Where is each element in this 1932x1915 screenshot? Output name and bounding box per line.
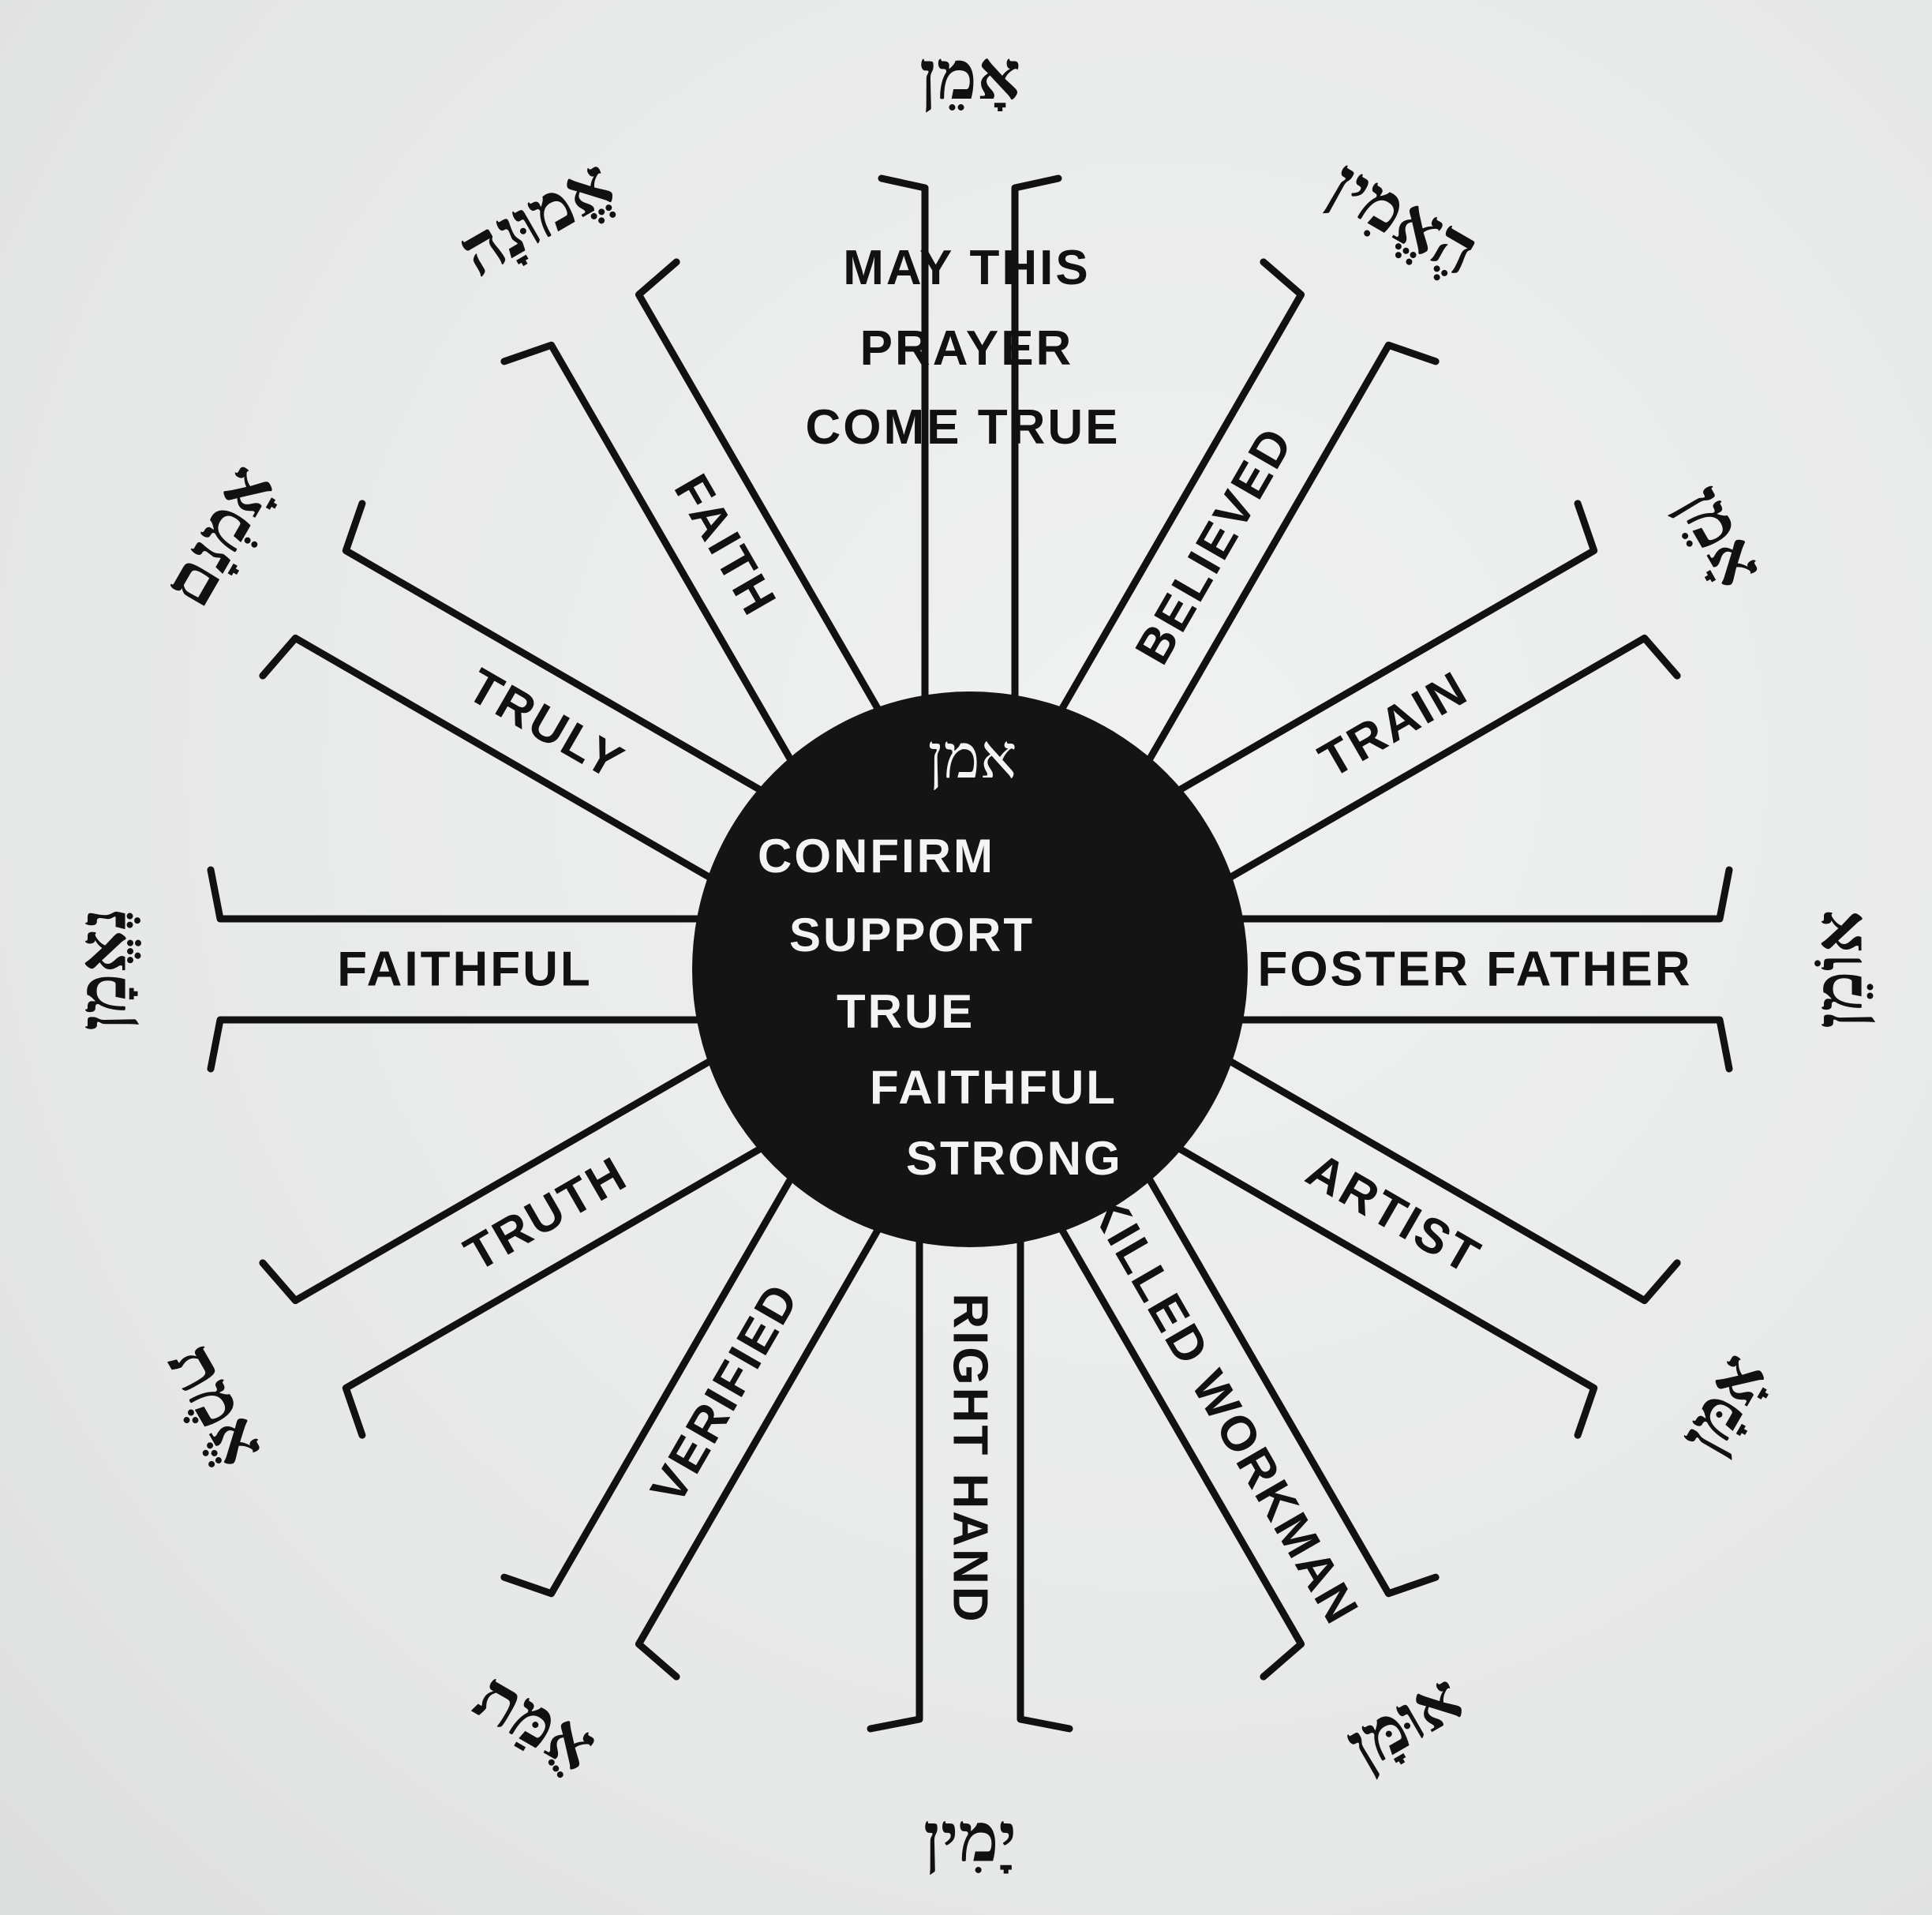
spoke-hebrew-word: אָמֵן bbox=[1662, 471, 1782, 598]
center-circle bbox=[692, 691, 1248, 1247]
top-hebrew: אָמֵן bbox=[919, 36, 1020, 115]
spoke-hebrew-word: אָמְנָם bbox=[147, 451, 290, 619]
top-spoke: אָמֵן MAY THIS PRAYER COME TRUE bbox=[806, 36, 1121, 713]
spoke-label: BELIEVED bbox=[1125, 418, 1305, 673]
spoke-label: TRAIN bbox=[1310, 661, 1477, 789]
spoke-label: FAITHFUL bbox=[337, 943, 593, 997]
top-label-line-1: MAY THIS bbox=[843, 241, 1090, 295]
spoke-hebrew-word: אָמָּן bbox=[1662, 1340, 1782, 1467]
spoke-bracket-line bbox=[1017, 1226, 1073, 1733]
center-meaning-3: TRUE bbox=[837, 985, 975, 1038]
spoke-bracket-line bbox=[1226, 1016, 1733, 1073]
spoke-bracket-line bbox=[259, 1052, 723, 1305]
center-hebrew: אמן bbox=[928, 721, 1017, 793]
spoke-bracket-line bbox=[1140, 341, 1440, 773]
spoke-hebrew-word: נֶאֱמָן bbox=[62, 908, 142, 1031]
spoke-bracket-line bbox=[500, 1166, 800, 1598]
center-meaning-4: FAITHFUL bbox=[870, 1061, 1118, 1114]
spoke-hebrew-word: אֱמֶת bbox=[152, 1329, 284, 1478]
spoke-bracket-line bbox=[867, 1226, 923, 1733]
center-meaning-2: SUPPORT bbox=[789, 909, 1035, 961]
spoke-label: FOSTER FATHER bbox=[1257, 943, 1692, 997]
spoke-label: TRULY bbox=[459, 658, 634, 791]
spoke-hebrew-word: אֻמַּת bbox=[462, 1655, 610, 1787]
spoke-hebrew-word: יָמִין bbox=[923, 1798, 1017, 1878]
spoke-label: SKILLED WORKMAN bbox=[1060, 1152, 1369, 1634]
center-meaning-1: CONFIRM bbox=[758, 830, 995, 883]
center-hub: אמן CONFIRM SUPPORT TRUE FAITHFUL STRONG bbox=[692, 691, 1248, 1247]
spoke-label: RIGHT HAND bbox=[943, 1293, 998, 1624]
spoke-bracket-line bbox=[1217, 1052, 1681, 1305]
center-meaning-5: STRONG bbox=[906, 1132, 1123, 1185]
spoke-label: FAITH bbox=[664, 466, 788, 626]
spoke-bracket-line bbox=[635, 258, 887, 722]
spoke-truly: TRULY אָמְנָם bbox=[147, 451, 773, 886]
spoke-bracket-line bbox=[259, 634, 723, 886]
spoke-bracket-line bbox=[1053, 1216, 1305, 1681]
spoke-bracket-line bbox=[1011, 174, 1062, 713]
spoke-bracket-line bbox=[1166, 1139, 1598, 1439]
spoke-foster-father: FOSTER FATHER אוֹמֵן bbox=[1226, 866, 1878, 1073]
top-label-line-3: COME TRUE bbox=[806, 400, 1121, 455]
top-label-line-2: PRAYER bbox=[860, 321, 1074, 376]
spoke-bracket-line bbox=[207, 866, 713, 923]
spoke-bracket-line bbox=[878, 174, 929, 713]
spoke-label: TRUTH bbox=[455, 1146, 636, 1282]
spoke-artist: ARTIST אָמָּן bbox=[1166, 1052, 1782, 1467]
spoke-faithful: FAITHFUL נֶאֱמָן bbox=[62, 866, 713, 1073]
spoke-bracket-line bbox=[1217, 634, 1681, 886]
spoke-right-hand: RIGHT HAND יָמִין bbox=[867, 1226, 1073, 1878]
spoke-bracket-line bbox=[342, 1139, 773, 1439]
spoke-hebrew-word: אֱמוּנָה bbox=[446, 142, 627, 292]
spoke-truth: TRUTH אֱמֶת bbox=[152, 1052, 773, 1478]
spoke-bracket-line bbox=[635, 1216, 887, 1681]
spoke-train: TRAIN אָמֵן bbox=[1166, 471, 1782, 886]
spoke-label: ARTIST bbox=[1297, 1143, 1490, 1286]
spoke-bracket-line bbox=[1053, 258, 1305, 722]
spoke-hebrew-word: הֶאֱמִין bbox=[1316, 144, 1492, 292]
spoke-bracket-line bbox=[342, 500, 773, 800]
spoke-bracket-line bbox=[500, 341, 800, 773]
spoke-bracket-line bbox=[207, 1016, 713, 1073]
spoke-hebrew-word: אוֹמֵן bbox=[1799, 910, 1878, 1029]
spoke-hebrew-word: אוּמָּן bbox=[1333, 1657, 1476, 1786]
spoke-bracket-line bbox=[1140, 1166, 1440, 1598]
spoke-bracket-line bbox=[1226, 866, 1733, 923]
spoke-bracket-line bbox=[1166, 500, 1598, 800]
